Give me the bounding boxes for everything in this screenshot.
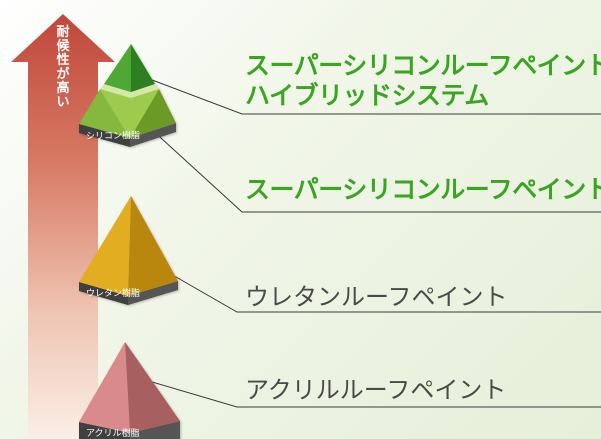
arrow-char: が [56,66,69,82]
arrow-char: 高 [56,80,69,96]
pyramid-acrylic-base-side-right [130,421,180,439]
pyramid-silicon-right-face [130,89,176,138]
leader-line-acrylic [141,378,601,408]
pyramid-urethane-base-label: ウレタン樹脂 [86,287,140,299]
durability-arrow: 耐 候 性 が 高 い [11,14,115,439]
pyramid-silicon-base-side [79,124,130,147]
pyramid-urethane-right-face [128,196,178,296]
leader-line-hybrid [130,71,601,115]
pyramid-hybrid-band [100,84,159,98]
label-silicon-text: スーパーシリコンルーフペイント [245,175,601,204]
pyramid-hybrid-cap-left [104,44,131,92]
leader-lines [130,71,601,408]
label-hybrid-system: スーパーシリコンルーフペイント ハイブリッドシステム [245,51,601,111]
label-acrylic-roof-paint: アクリルルーフペイント [245,375,506,405]
pyramid-silicon-hybrid: シリコン樹脂 [79,44,176,147]
pyramid-acrylic: アクリル樹脂 [79,342,180,439]
pyramid-urethane-base-side-right [128,281,178,305]
pyramid-hybrid-cap-right [131,44,155,92]
arrow-char: 性 [56,52,69,68]
pyramid-acrylic-base-side [79,422,130,439]
pyramid-silicon-base-side-right [130,123,176,147]
durability-arrow-label: 耐 候 性 が 高 い [56,24,70,110]
label-urethane-roof-paint: ウレタンルーフペイント [245,282,508,312]
pyramid-acrylic-left-face [79,342,130,433]
pyramid-silicon-base-label: シリコン樹脂 [86,129,140,142]
pyramid-urethane-base-side [79,282,128,305]
label-acrylic-text: アクリルルーフペイント [245,376,507,404]
pyramid-urethane: ウレタン樹脂 [79,196,178,305]
pyramid-silicon-left-face [79,89,130,138]
pyramid-urethane-left-face [79,196,131,296]
label-hybrid-line1: スーパーシリコンルーフペイント [245,51,601,80]
leader-line-silicon [149,127,601,213]
label-silicon-roof-paint: スーパーシリコンルーフペイント [245,175,601,205]
pyramid-silicon-front-face [100,89,159,138]
pyramid-acrylic-base-label: アクリル樹脂 [86,427,140,439]
arrow-char: 耐 [56,24,69,40]
arrow-char: い [56,95,69,110]
label-hybrid-line2: ハイブリッドシステム [245,81,489,110]
label-urethane-text: ウレタンルーフペイント [245,283,508,311]
arrow-char: 候 [56,38,70,54]
pyramid-acrylic-right-face [125,342,180,433]
